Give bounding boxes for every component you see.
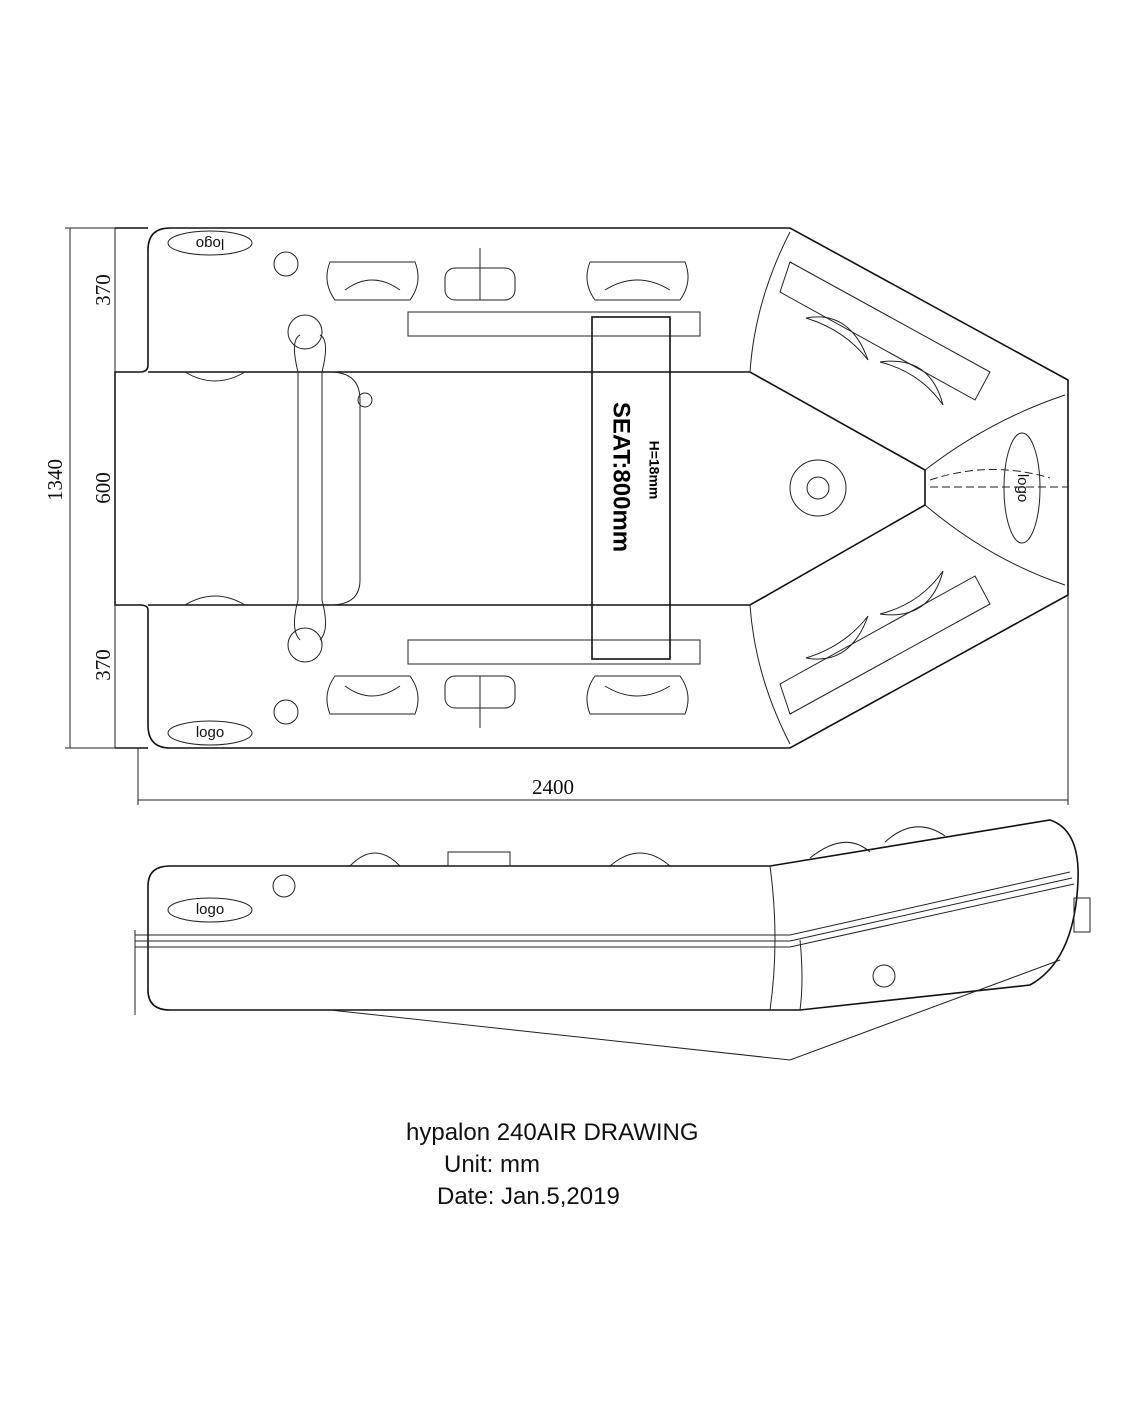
seat-rail-bottom: [407, 639, 701, 665]
caption: hypalon 240AIR DRAWING Unit: mm Date: Ja…: [406, 1119, 699, 1210]
bow-inner-bottom: [749, 504, 1066, 745]
seat: [591, 316, 671, 660]
valve-top: [273, 251, 299, 277]
seat-rail-top: [407, 311, 701, 337]
side-logo-oval: [167, 897, 253, 923]
handle-top-1: [326, 261, 419, 301]
bow-pad-bottom: [779, 575, 991, 715]
bow-logo-oval: [1003, 432, 1041, 544]
side-towing-ring: [872, 964, 896, 988]
bow-centerline: [929, 469, 1068, 488]
transom-board: [294, 334, 326, 641]
floor-outline: [148, 371, 926, 606]
caption-unit: Unit: mm: [444, 1151, 540, 1178]
seat-label: SEAT:800mm: [608, 402, 635, 552]
top-view: logo SEAT:800mm H=18mm logo logo: [114, 227, 1069, 749]
logo-text-bottom: logo: [196, 724, 224, 741]
dimensions: 1340 370 600 370 2400: [43, 227, 1069, 805]
drain-valve-outer: [789, 459, 847, 517]
side-tube-outline: [147, 819, 1079, 1011]
handle-bottom-1: [326, 675, 419, 715]
side-rub-strake: [135, 871, 1075, 948]
handle-top-2: [586, 261, 689, 301]
side-handles: [349, 826, 946, 867]
dim-overall-length: 2400: [532, 775, 574, 799]
dim-overall-width: 1340: [43, 459, 67, 501]
logo-oval-top: [167, 230, 253, 256]
side-valve: [272, 874, 296, 898]
logo-oval-bottom: [167, 720, 253, 746]
dim-tube-bottom: 370: [91, 649, 115, 681]
hull-outline: [114, 227, 1069, 749]
dim-floor: 600: [91, 472, 115, 504]
bow-handles-top: [805, 316, 944, 406]
transom-inner: [329, 371, 361, 606]
valve-bottom: [273, 699, 299, 725]
drain-valve-inner: [806, 476, 830, 500]
seat-height-label: H=18mm: [646, 441, 662, 500]
caption-title: hypalon 240AIR DRAWING: [406, 1119, 699, 1146]
side-view: logo: [134, 819, 1091, 1061]
side-oarlock: [447, 851, 511, 867]
bow-logo-text: logo: [1014, 474, 1031, 502]
hull-keel: [329, 959, 1061, 1061]
bow-seam: [769, 865, 803, 1011]
side-logo-text: logo: [196, 901, 224, 918]
caption-date: Date: Jan.5,2019: [437, 1183, 620, 1210]
logo-text-top: logo: [196, 235, 224, 252]
bow-handles-bottom: [805, 570, 944, 660]
handle-bottom-2: [586, 675, 689, 715]
bow-d-ring: [1073, 897, 1091, 933]
bow-pad-top: [779, 261, 991, 401]
bow-inner-top: [749, 231, 1066, 471]
dim-tube-top: 370: [91, 274, 115, 306]
